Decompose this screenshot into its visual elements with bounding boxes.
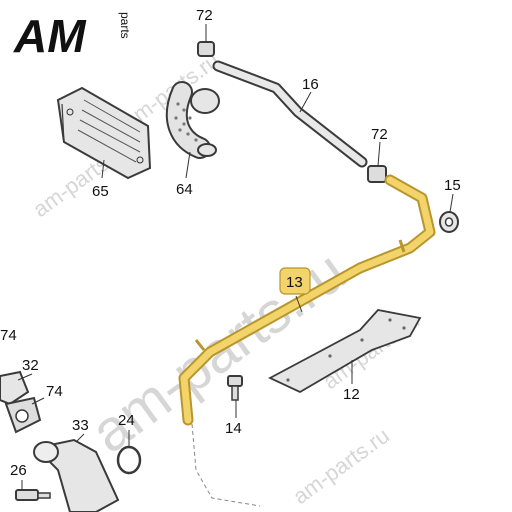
label-13: 13: [286, 274, 303, 291]
brand-logo: AM parts: [13, 10, 132, 62]
part-33-connector: [33, 438, 120, 512]
watermark-bottom-right: am-parts.ru: [288, 423, 394, 509]
part-12-gasket: [267, 309, 422, 394]
label-72-mid: 72: [371, 126, 388, 143]
logo-am: AM: [13, 10, 87, 62]
label-24: 24: [118, 412, 135, 429]
part-74-clip: [4, 396, 42, 434]
label-15: 15: [444, 177, 461, 194]
part-16-hose-line: [212, 60, 368, 168]
label-32: 32: [22, 357, 39, 374]
part-64-elbow-hose: [165, 81, 220, 159]
label-74-top: 74: [0, 327, 17, 344]
part-labels: 72 16 72 15 65 64 13 12 14 74 32 74 33 2…: [0, 7, 461, 479]
part-14-bolt: [227, 375, 243, 401]
logo-parts: parts: [118, 12, 132, 39]
label-26: 26: [10, 462, 27, 479]
part-72-clip-mid: [367, 165, 387, 183]
label-72-top: 72: [196, 7, 213, 24]
label-64: 64: [176, 181, 193, 198]
part-26-screw: [15, 489, 51, 501]
label-33: 33: [72, 417, 89, 434]
dashed-connection-line: [191, 423, 261, 507]
label-65: 65: [92, 183, 109, 200]
part-13-coolant-pipe: [178, 174, 436, 426]
label-16: 16: [302, 76, 319, 93]
part-24-o-ring: [116, 445, 142, 475]
label-12: 12: [343, 386, 360, 403]
label-74-mid: 74: [46, 383, 63, 400]
part-72-clip-top: [197, 41, 215, 57]
label-14: 14: [225, 420, 242, 437]
leader-lines: [17, 24, 454, 490]
label-13-highlight: 13: [279, 267, 311, 295]
part-32-flange: [0, 370, 30, 406]
part-15-grommet: [439, 211, 459, 233]
part-65-oil-cooler: [56, 86, 152, 180]
